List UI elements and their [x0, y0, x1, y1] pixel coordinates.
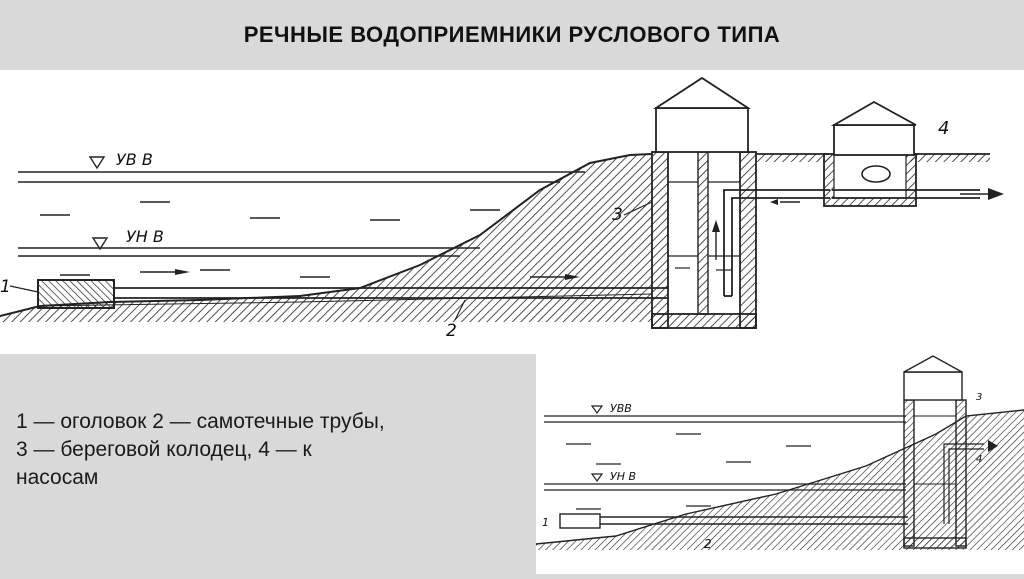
- uvv-label: УВ В: [116, 150, 153, 169]
- inset-label-2: 2: [704, 537, 712, 551]
- legend: 1 — оголовок 2 — самотечные трубы, 3 — б…: [16, 408, 526, 492]
- main-diagram-svg: УВ В УН В 1 2: [0, 76, 1004, 354]
- pump-house: [770, 100, 1004, 207]
- legend-line-1: 1 — оголовок 2 — самотечные трубы,: [16, 410, 385, 433]
- shore-well: [651, 76, 830, 329]
- unv-marker: УН В: [91, 227, 164, 251]
- label-1: 1: [0, 277, 11, 297]
- inset-uvv-label: УВВ: [610, 402, 632, 415]
- inset-intake-head: [559, 513, 601, 529]
- label-4: 4: [938, 118, 949, 139]
- inset-shore-well: [903, 355, 998, 549]
- inset-label-3: 3: [976, 392, 982, 403]
- inset-diagram: УВВ УН В 1 2 3 4: [535, 354, 1024, 574]
- unv-label: УН В: [126, 227, 164, 246]
- inset-label-4: 4: [976, 454, 982, 465]
- flow-arrow: [565, 274, 580, 280]
- water-dashes: [40, 201, 500, 278]
- inset-water-dashes: [566, 433, 811, 510]
- legend-line-2: 3 — береговой колодец, 4 — к: [16, 438, 312, 461]
- label-2: 2: [446, 321, 457, 341]
- legend-line-3: насосам: [16, 466, 99, 489]
- label-3: 3: [612, 205, 623, 225]
- water-level-lines: [18, 171, 585, 257]
- inset-diagram-svg: УВВ УН В 1 2 3 4: [535, 355, 1024, 574]
- intake-head: [37, 279, 115, 309]
- main-diagram: УВ В УН В 1 2: [0, 70, 1024, 354]
- inset-unv-label: УН В: [610, 470, 636, 483]
- page-title: РЕЧНЫЕ ВОДОПРИЕМНИКИ РУСЛОВОГО ТИПА: [243, 22, 781, 47]
- gravity-pipe: [114, 287, 668, 299]
- inset-label-1: 1: [542, 516, 549, 529]
- uvv-marker: УВ В: [88, 150, 153, 170]
